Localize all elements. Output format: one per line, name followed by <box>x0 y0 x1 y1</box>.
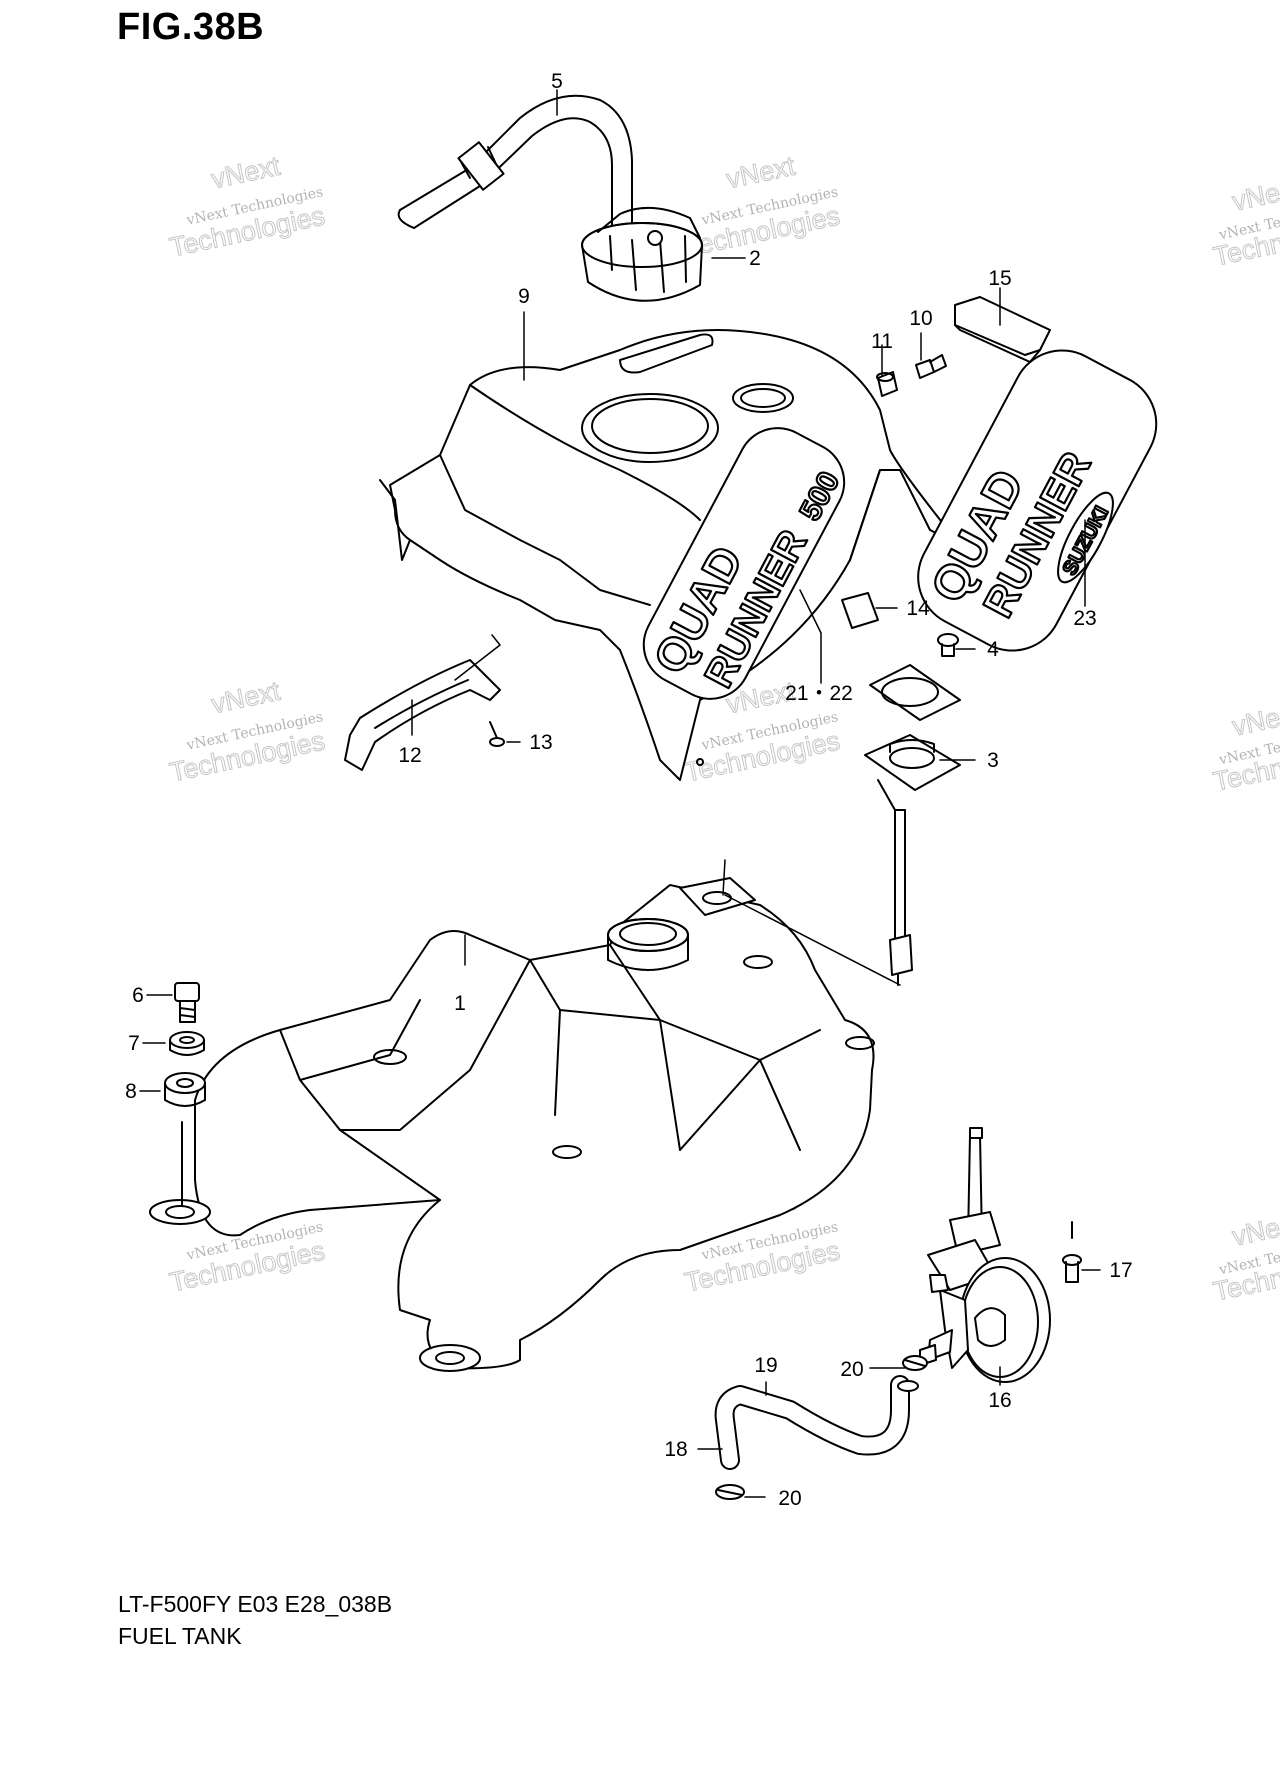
watermark-partial: vNe vNext Tech Techn <box>1210 702 1280 797</box>
callout-14: 14 <box>906 597 930 620</box>
watermark-vnext: vNext <box>724 151 798 195</box>
watermark-vnext: vNext <box>209 676 283 720</box>
callout-19: 19 <box>754 1354 777 1377</box>
part-screw-17 <box>1062 1254 1082 1283</box>
figure-caption: FUEL TANK <box>118 1623 242 1649</box>
part-screw-10 <box>915 354 947 379</box>
callout-8: 8 <box>125 1080 137 1103</box>
part-breather-hose <box>397 94 633 241</box>
callout-18: 18 <box>664 1438 687 1461</box>
part-cushion-8 <box>164 1072 206 1206</box>
part-fuel-valve <box>919 1127 1073 1383</box>
part-gasket <box>869 664 961 721</box>
callout-9: 9 <box>518 285 530 308</box>
watermark-partial: vNe vNext Tech Techn <box>1210 177 1280 272</box>
part-fuel-tank <box>149 877 875 1372</box>
callout-1: 1 <box>454 992 466 1015</box>
callout-21-22: 21・22 <box>785 682 853 705</box>
part-fuel-cap <box>581 206 703 302</box>
callout-12: 12 <box>398 744 421 767</box>
part-clamp-lower <box>715 1484 745 1500</box>
model-code: LT-F500FY E03 E28_038B <box>118 1591 393 1617</box>
watermark-tile: vNext vNext Technologies Technologies <box>167 675 328 788</box>
callout-6: 6 <box>132 984 144 1007</box>
part-side-decal: QUAD RUNNER SUZUKI <box>917 349 1158 652</box>
part-clamp-upper <box>902 1355 928 1371</box>
part-spacer-11 <box>876 371 898 397</box>
callout-10: 10 <box>909 307 932 330</box>
callout-20-lower: 20 <box>778 1487 801 1510</box>
svg-text:vNe: vNe <box>1230 177 1280 216</box>
callout-3: 3 <box>987 749 999 772</box>
part-pad-14 <box>841 592 879 629</box>
callout-20-upper: 20 <box>840 1358 863 1381</box>
svg-text:vNe: vNe <box>1230 702 1280 741</box>
part-bolt-4 <box>937 633 959 657</box>
svg-text:vNe: vNe <box>1230 1212 1280 1251</box>
part-bracket <box>344 659 501 771</box>
callout-7: 7 <box>128 1032 140 1055</box>
part-screw-13 <box>489 721 505 747</box>
watermark-tile: vNext vNext Technologies Technologies <box>167 150 328 263</box>
callout-16: 16 <box>988 1389 1011 1412</box>
part-tank-cover <box>379 329 961 781</box>
watermark-partial: vNe vNext Tech Techn <box>1210 1212 1280 1307</box>
callout-13: 13 <box>529 731 552 754</box>
callout-11: 11 <box>871 330 893 353</box>
callout-labels: 1 2 3 4 5 6 7 8 9 10 11 12 13 14 15 16 1… <box>125 70 1133 1510</box>
callout-4: 4 <box>987 638 999 661</box>
callout-23: 23 <box>1073 607 1096 630</box>
part-pad <box>954 296 1051 363</box>
part-fuel-hose <box>714 1375 919 1470</box>
part-washer-7 <box>169 1031 205 1056</box>
callout-5: 5 <box>551 70 563 93</box>
part-fuel-gauge <box>864 734 961 986</box>
callout-2: 2 <box>749 247 761 270</box>
callout-17: 17 <box>1109 1259 1132 1282</box>
leader-lines <box>139 89 1101 1498</box>
callout-15: 15 <box>988 267 1011 290</box>
figure-title: FIG.38B <box>117 6 265 48</box>
watermark-vnext: vNext <box>209 151 283 195</box>
part-bolt-6 <box>174 982 200 1023</box>
